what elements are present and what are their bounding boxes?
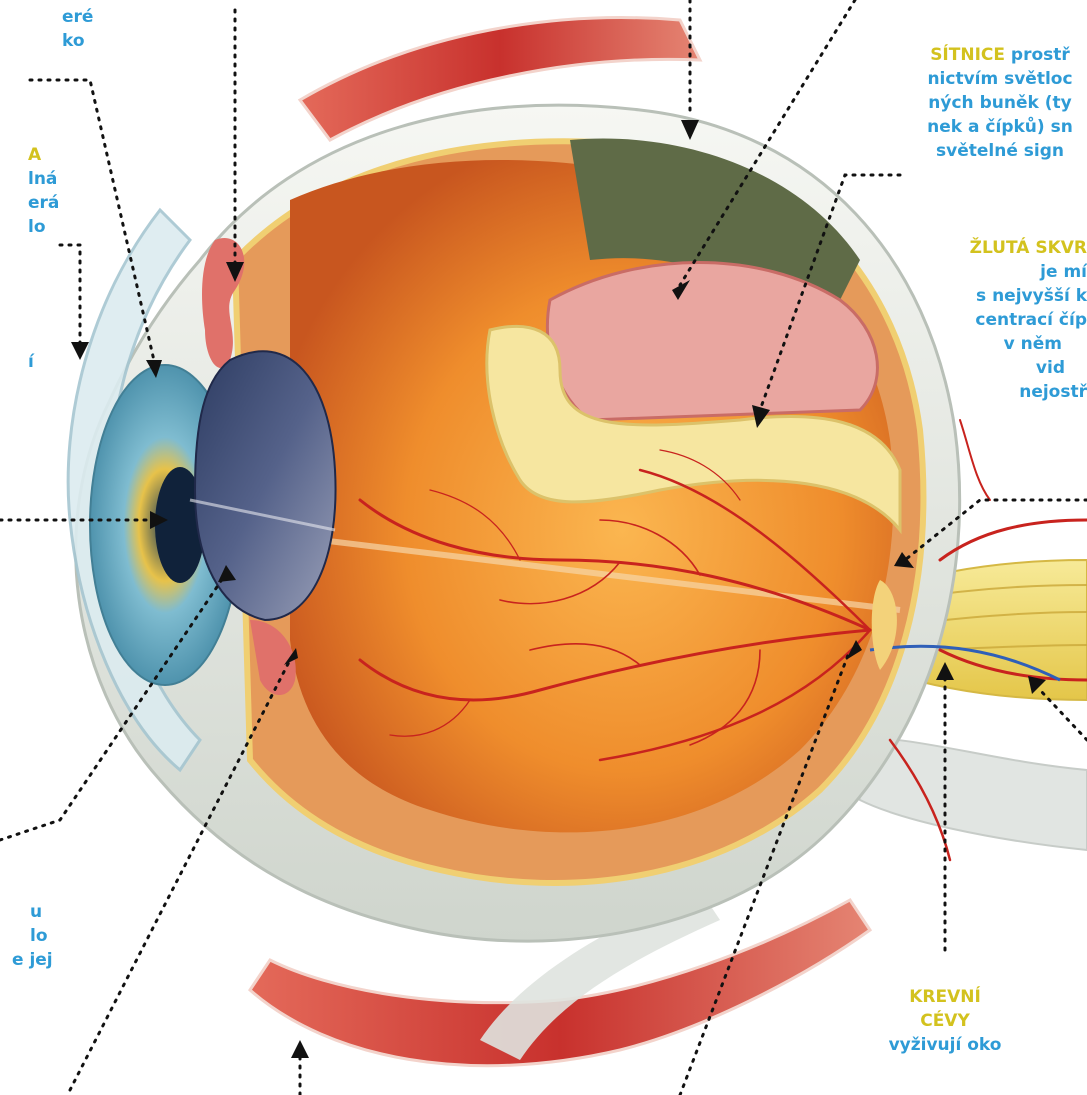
lens xyxy=(195,351,336,620)
label-zluta-skvrna: ŽLUTÁ SKVR je mí s nejvyšší k centrací č… xyxy=(880,236,1087,404)
label-top-left: eré ko xyxy=(62,5,93,53)
label-krevni-cevy: KREVNÍ CÉVY vyživují oko xyxy=(840,985,1050,1057)
label-sitnice: SÍTNICE prostř nictvím světloc ných buně… xyxy=(870,43,1087,163)
label-mid-left-fragment: í xyxy=(28,350,34,374)
label-bottom-left: u lo e jej xyxy=(0,900,53,972)
label-mid-left: A lná erá lo xyxy=(28,143,59,239)
